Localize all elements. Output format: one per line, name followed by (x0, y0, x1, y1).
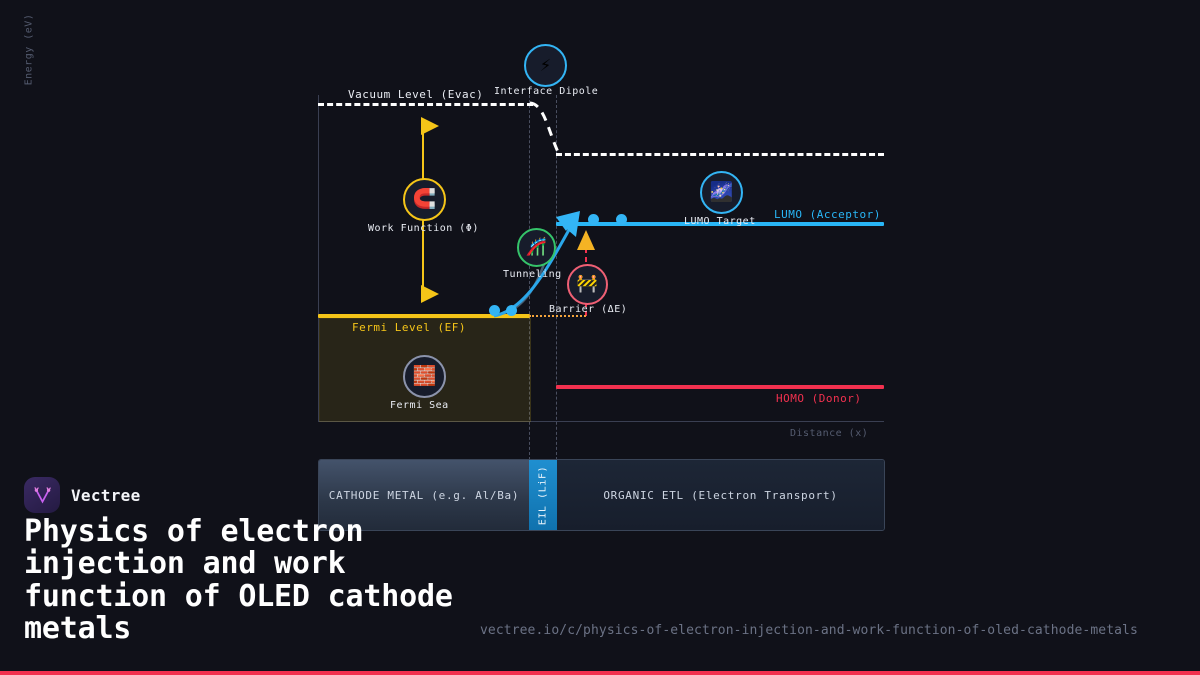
page-title: Physics of electron injection and work f… (24, 514, 453, 647)
guide-line-cathode-interface (529, 95, 530, 465)
guide-line-etl-interface (556, 95, 557, 465)
x-axis-line (318, 421, 884, 422)
layer-etl-label: ORGANIC ETL (Electron Transport) (603, 488, 838, 502)
tunneling-label: Tunneling (503, 269, 562, 280)
y-axis-line (318, 95, 319, 422)
y-axis-label: Energy (eV) (23, 13, 35, 86)
layer-eil-label: EIL (LiF) (537, 465, 549, 525)
fermi-sea-icon: 🧱 (403, 355, 446, 398)
layer-cathode-label: CATHODE METAL (e.g. Al/Ba) (328, 488, 520, 502)
vectree-glyph-icon (33, 486, 51, 503)
barrier-baseline (529, 315, 586, 317)
electron-dot (506, 305, 517, 316)
homo-level-label: HOMO (Donor) (776, 392, 862, 405)
brand-name: Vectree (71, 485, 141, 505)
footer-url: vectree.io/c/physics-of-electron-injecti… (480, 623, 1138, 638)
barrier-arrow (577, 230, 595, 316)
layer-stack: CATHODE METAL (e.g. Al/Ba) EIL (LiF) ORG… (318, 459, 885, 531)
lumo-level-label: LUMO (Acceptor) (774, 208, 881, 221)
lightning-icon: ⚡ (539, 54, 552, 76)
lumo-level-line (556, 222, 884, 226)
lumo-target-label: LUMO Target (684, 216, 756, 227)
accent-bar (0, 671, 1200, 675)
x-axis-label: Distance (x) (790, 428, 869, 439)
fermi-level-label: Fermi Level (EF) (352, 321, 466, 334)
magnet-icon: 🧲 (412, 188, 437, 210)
tunneling-icon: 🎢 (517, 228, 556, 267)
vacuum-level-line-metal (318, 103, 533, 106)
barrier-label: Barrier (ΔE) (549, 304, 628, 315)
lumo-target-icon: 🌌 (700, 171, 743, 214)
electron-injection-path (493, 211, 580, 318)
roller-coaster-icon: 🎢 (525, 237, 548, 257)
homo-level-line (556, 385, 884, 389)
interface-dipole-icon: ⚡ (524, 44, 567, 87)
layer-eil: EIL (LiF) (529, 460, 557, 530)
work-function-icon: 🧲 (403, 178, 446, 221)
galaxy-icon: 🌌 (709, 181, 734, 203)
layer-cathode-metal: CATHODE METAL (e.g. Al/Ba) (319, 460, 529, 530)
vacuum-level-label: Vacuum Level (Evac) (348, 88, 484, 101)
fermi-level-line (318, 314, 530, 318)
fermi-sea-label: Fermi Sea (390, 400, 449, 411)
construction-barrier-icon: 🚧 (576, 274, 599, 294)
barrier-icon: 🚧 (567, 264, 608, 305)
electron-dot (489, 305, 500, 316)
electron-dot (616, 214, 627, 225)
vectree-logo-icon (24, 477, 60, 513)
work-function-label: Work Function (Φ) (368, 223, 479, 234)
brand: Vectree (24, 477, 141, 513)
vacuum-level-line-organic (556, 153, 884, 156)
vacuum-level-dipole-step (529, 101, 562, 156)
brick-wall-icon: 🧱 (412, 365, 437, 387)
electron-dot (588, 214, 599, 225)
interface-dipole-label: Interface Dipole (494, 86, 599, 97)
layer-organic-etl: ORGANIC ETL (Electron Transport) (557, 460, 884, 530)
fermi-sea-region (319, 318, 531, 422)
